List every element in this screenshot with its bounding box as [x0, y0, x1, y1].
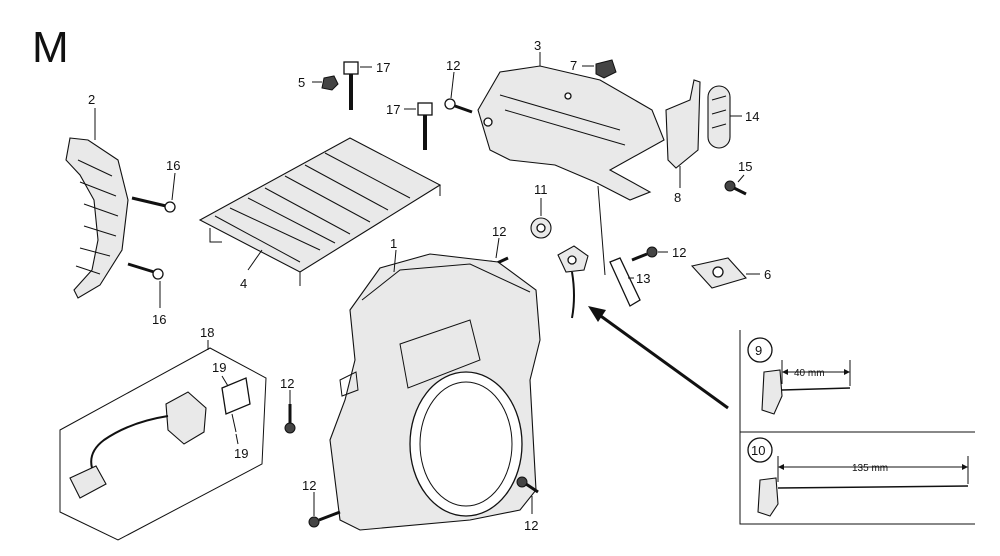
part-8-bracket: [665, 79, 701, 169]
sensor-with-wire: [557, 245, 589, 319]
part-12-bolt-mid-right: [631, 246, 658, 262]
callout-18: 18: [200, 325, 214, 340]
part-14-tube: [707, 85, 731, 149]
callout-5: 5: [298, 75, 305, 90]
callout-2: 2: [88, 92, 95, 107]
detail-10-box: 10 135 mm: [739, 432, 975, 525]
detail-9-dimension: 40 mm: [794, 368, 825, 379]
part-16-bolt-lower: [127, 262, 164, 280]
callout-17-lower: 17: [386, 102, 400, 117]
part-15-screw: [724, 180, 747, 196]
callout-7: 7: [570, 58, 577, 73]
callout-16-upper: 16: [166, 158, 180, 173]
part-17-bolt-upper: [343, 61, 359, 110]
callout-11: 11: [534, 182, 548, 197]
callout-14: 14: [745, 109, 759, 124]
callout-12-bottom-left: 12: [302, 478, 316, 493]
part-12-bolt-bottom-right: [516, 476, 539, 494]
callout-8: 8: [674, 190, 681, 205]
part-1-fan-cover: [329, 253, 541, 531]
callout-12-left: 12: [280, 376, 294, 391]
callout-17-upper: 17: [376, 60, 390, 75]
callout-12-top: 12: [446, 58, 460, 73]
callout-12-center: 12: [492, 224, 506, 239]
pointer-arrow: [588, 306, 729, 410]
detail-9-label: 9: [755, 343, 762, 358]
callout-16-lower: 16: [152, 312, 166, 327]
callout-3: 3: [534, 38, 541, 53]
callout-6: 6: [764, 267, 771, 282]
part-16-bolt-upper: [131, 196, 176, 213]
callout-19-lower: 19: [234, 446, 248, 461]
callout-12-bottom-right: 12: [524, 518, 538, 533]
section-letter: M: [32, 23, 69, 72]
part-4-bracket-plate: [198, 137, 442, 286]
part-18-kit-box: [59, 347, 267, 541]
part-11-grommet: [530, 217, 552, 239]
callout-19-upper: 19: [212, 360, 226, 375]
detail-10-dimension: 135 mm: [852, 463, 888, 474]
part-7-clip: [595, 59, 617, 79]
callout-13: 13: [636, 271, 650, 286]
part-13-clamp: [609, 257, 641, 307]
part-12-bolt-top: [444, 98, 473, 114]
part-3-upper-cover: [477, 65, 665, 201]
callout-15: 15: [738, 159, 752, 174]
detail-9-box: 9 40 mm: [739, 330, 975, 433]
part-6-connector: [690, 257, 747, 289]
detail-10-label: 10: [751, 443, 765, 458]
part-12-bolt-bottom-left: [308, 510, 341, 528]
callout-1: 1: [390, 236, 397, 251]
callout-4: 4: [240, 276, 247, 291]
part-5-nut: [321, 75, 339, 91]
callout-12-mid-right: 12: [672, 245, 686, 260]
part-12-bolt-left: [284, 404, 296, 434]
part-17-bolt-lower: [417, 102, 433, 150]
part-2-shroud-guard: [65, 137, 129, 299]
